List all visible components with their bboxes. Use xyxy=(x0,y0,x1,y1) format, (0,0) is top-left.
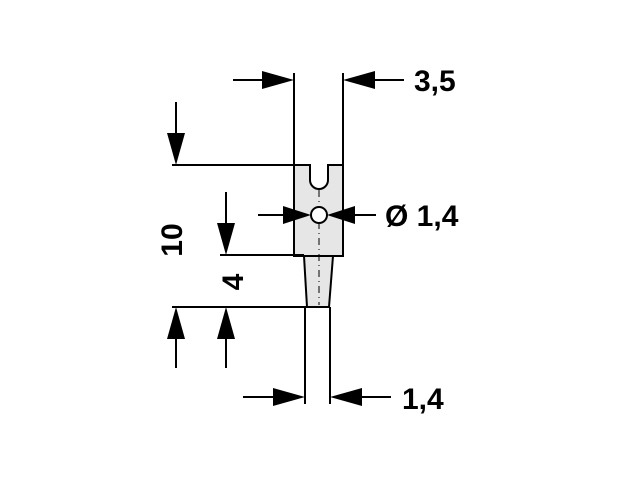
label-tip-length: 4 xyxy=(217,273,250,290)
dimension-top-width xyxy=(233,71,404,89)
label-tip-width: 1,4 xyxy=(402,383,444,416)
label-hole-diameter: Ø 1,4 xyxy=(385,200,459,233)
dimension-tip-width xyxy=(243,388,391,406)
label-top-width: 3,5 xyxy=(414,65,456,98)
label-overall-height: 10 xyxy=(156,223,189,256)
hole-circle xyxy=(310,206,328,224)
dimension-hole-diameter xyxy=(258,206,376,224)
dimension-tip-length xyxy=(217,192,235,368)
extension-lines xyxy=(172,73,344,404)
dimension-overall-height xyxy=(167,102,185,368)
part-body xyxy=(293,164,344,308)
